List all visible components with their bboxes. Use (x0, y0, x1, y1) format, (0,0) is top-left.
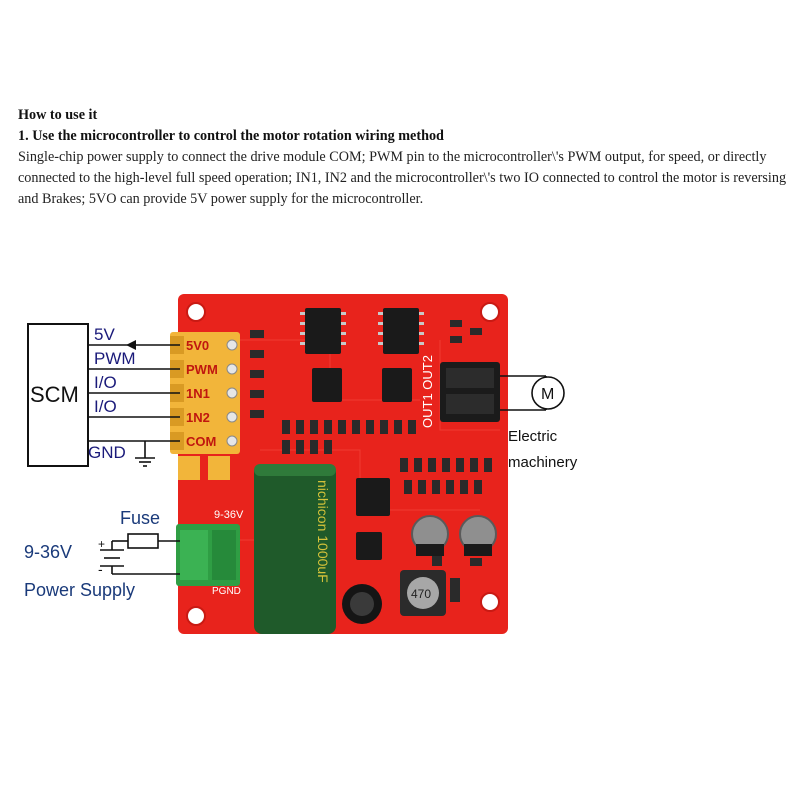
inductor-label: 470 (411, 587, 431, 601)
control-terminal-block (170, 332, 240, 454)
wire-label-gnd: GND (88, 443, 126, 462)
wire-label-pwm: PWM (94, 349, 136, 368)
scm-box (27, 323, 89, 467)
instructions-text: How to use it 1. Use the microcontroller… (18, 105, 788, 210)
ic-chips (305, 308, 419, 560)
terminal-com: COM (186, 434, 216, 449)
scm-label: SCM (30, 382, 79, 407)
fuse-label: Fuse (120, 508, 160, 528)
motor-symbol (531, 376, 565, 410)
board-pgnd-label: PGND (212, 586, 241, 597)
body-paragraph: Single-chip power supply to connect the … (18, 149, 787, 207)
smd-components (250, 320, 492, 602)
terminal-in2: 1N2 (186, 410, 210, 425)
plus-sign: + (98, 537, 105, 551)
supply-voltage-label: 9-36V (24, 542, 72, 562)
terminal-5v0: 5V0 (186, 338, 209, 353)
wire-label-5v: 5V (94, 325, 115, 344)
motor-letter: M (541, 386, 554, 403)
power-supply-label: Power Supply (24, 580, 135, 600)
minus-sign: - (98, 561, 103, 577)
big-capacitor-text: nichicon 1000uF (315, 480, 331, 583)
subheading: 1. Use the microcontroller to control th… (18, 128, 444, 144)
wire-label-io-1: I/O (94, 373, 117, 392)
board-voltage-label: 9-36V (214, 509, 244, 521)
motor-label-electric: Electric (508, 428, 558, 445)
large-capacitor (254, 464, 336, 634)
wiring-diagram: OUT1 OUT2 9-36V PGND 5V0 PWM 1N1 1N2 COM… (24, 294, 578, 634)
terminal-in1: 1N1 (186, 386, 210, 401)
heading: How to use it (18, 107, 98, 123)
motor-label-machinery: machinery (508, 454, 578, 471)
board-out-label: OUT1 OUT2 (420, 355, 435, 428)
fuse-symbol (127, 533, 159, 549)
terminal-pwm: PWM (186, 362, 218, 377)
wire-label-io-2: I/O (94, 397, 117, 416)
